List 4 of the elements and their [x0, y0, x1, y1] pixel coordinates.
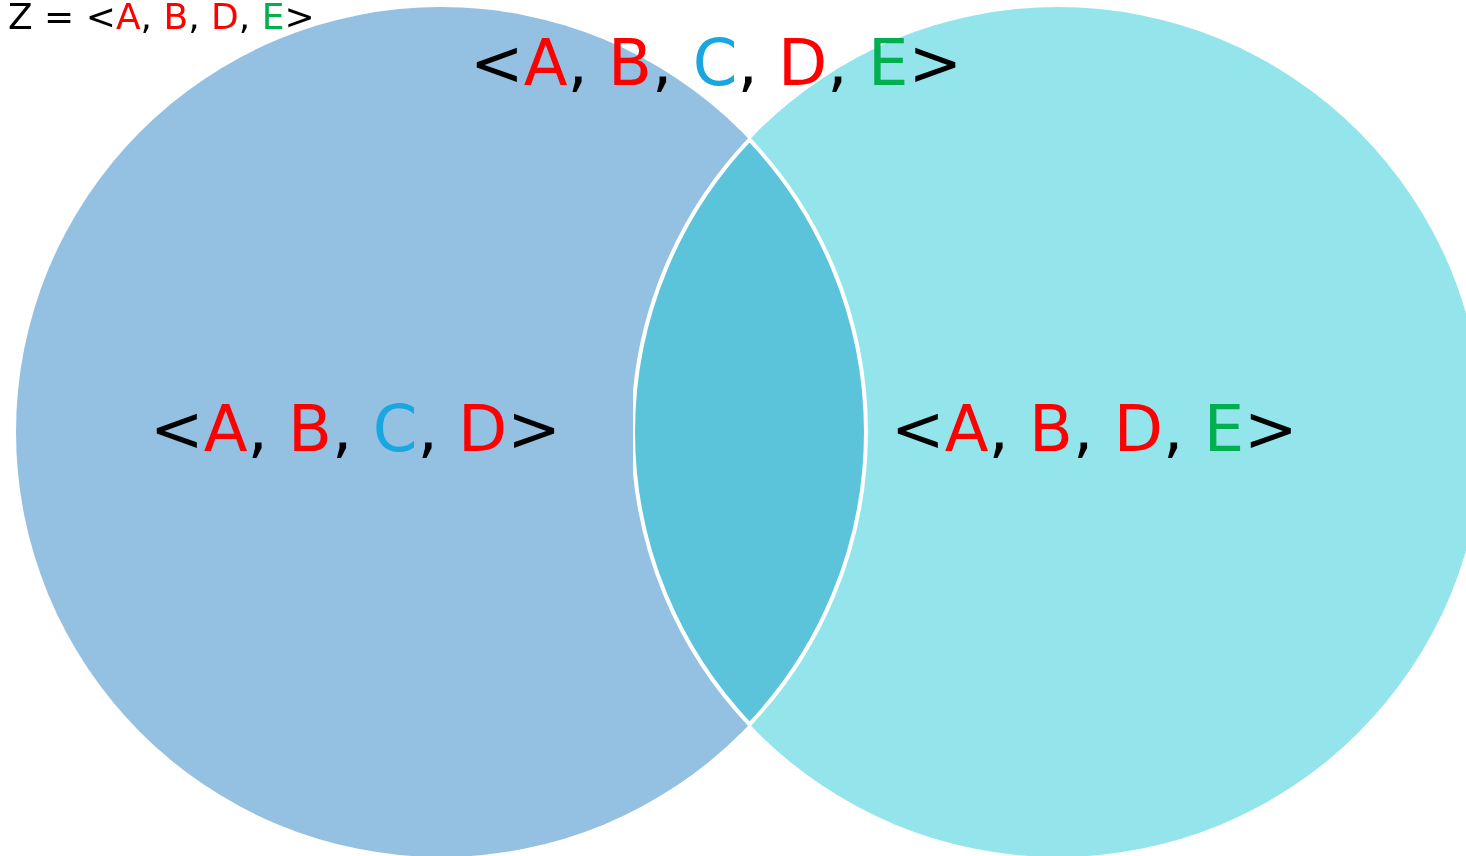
- set-label: <A, B, D, E>: [891, 392, 1298, 466]
- union-label: <A, B, C, D, E>: [470, 26, 963, 100]
- sequence-label: Z = <A, B, D, E>: [8, 0, 315, 37]
- set-label: <A, B, C, D>: [150, 392, 561, 466]
